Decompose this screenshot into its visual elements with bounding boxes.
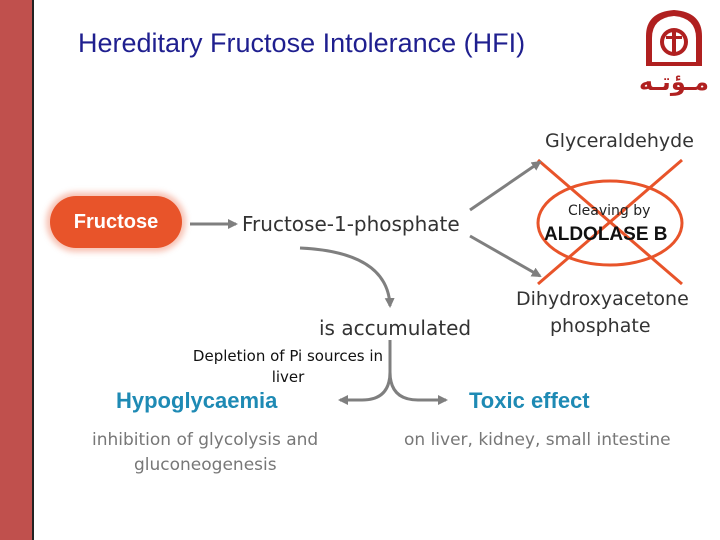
depletion-note: Depletion of Pi sources in liver bbox=[192, 347, 384, 386]
arrow-to-toxic-effect bbox=[388, 371, 448, 405]
logo-text: مـؤتـه bbox=[639, 68, 709, 96]
dhap-label-line1: Dihydroxyacetone bbox=[516, 288, 689, 310]
glyceraldehyde-label: Glyceraldehyde bbox=[545, 130, 694, 152]
arrow-accumulation bbox=[299, 246, 395, 308]
accumulation-label: is accumulated bbox=[319, 316, 472, 340]
cleaving-label: Cleaving by bbox=[568, 203, 651, 219]
arrow-to-glyceraldehyde bbox=[469, 160, 542, 212]
hypoglycaemia-label: Hypoglycaemia bbox=[116, 388, 278, 413]
hypoglycaemia-detail-line2: gluconeogenesis bbox=[134, 455, 277, 475]
aldolase-b-label: ALDOLASE B bbox=[544, 224, 668, 245]
university-seal-icon bbox=[646, 10, 702, 66]
fructose-node: Fructose bbox=[50, 196, 182, 248]
university-logo: مـؤتـه bbox=[634, 6, 714, 102]
f1p-label: Fructose-1-phosphate bbox=[242, 212, 460, 236]
hypoglycaemia-detail-line1: inhibition of glycolysis and bbox=[92, 430, 319, 450]
fructose-label: Fructose bbox=[73, 211, 159, 233]
enzyme-block bbox=[536, 158, 684, 286]
slide-accent-bar bbox=[0, 0, 34, 540]
arrow-to-dhap bbox=[469, 234, 542, 278]
slide-title: Hereditary Fructose Intolerance (HFI) bbox=[78, 28, 526, 58]
toxic-effect-detail: on liver, kidney, small intestine bbox=[404, 430, 671, 450]
toxic-effect-label: Toxic effect bbox=[469, 388, 590, 413]
dhap-label-line2: phosphate bbox=[550, 315, 651, 337]
